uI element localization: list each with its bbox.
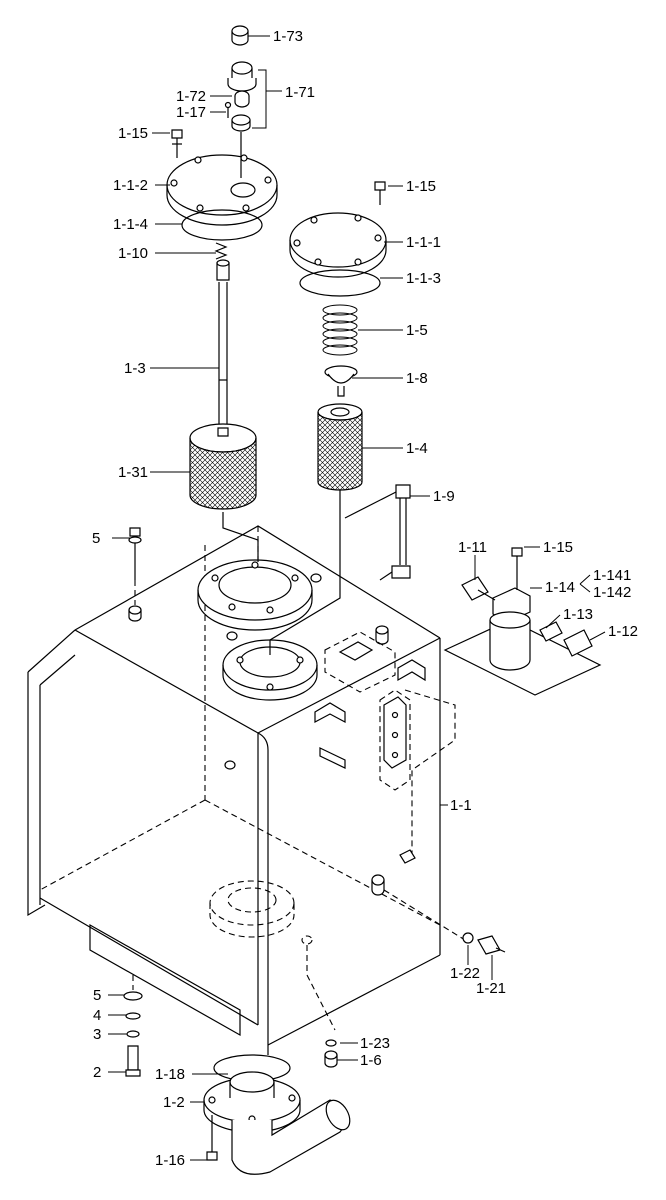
label-3: 3: [93, 1026, 101, 1043]
flange-cover-1-1-2: [166, 154, 278, 226]
bottom-hidden-flange: [209, 880, 295, 938]
label-1-10: 1-10: [118, 245, 148, 262]
leader-lines: [108, 35, 606, 1161]
suction-strainer-1-31: [189, 423, 257, 510]
label-1-15-filter: 1-15: [543, 539, 573, 556]
return-filter-1-4: [317, 403, 363, 491]
label-2: 2: [93, 1064, 101, 1081]
label-1-14: 1-14: [545, 579, 575, 596]
label-1-18: 1-18: [155, 1066, 185, 1083]
label-1-15-right: 1-15: [406, 178, 436, 195]
bottom-fasteners: [123, 975, 143, 1077]
label-1-2: 1-2: [163, 1094, 185, 1111]
label-1-3: 1-3: [124, 360, 146, 377]
label-1-1-3: 1-1-3: [406, 270, 441, 287]
label-1-4: 1-4: [406, 440, 428, 457]
bolt-1-15-right: [374, 181, 386, 205]
breather-cap-1-71: [227, 61, 257, 178]
tank-top-flange-small: [222, 639, 318, 701]
label-1-13: 1-13: [563, 606, 593, 623]
label-1-31: 1-31: [118, 464, 148, 481]
flange-cover-1-1-1: [289, 212, 387, 278]
label-1-71: 1-71: [285, 84, 315, 101]
label-1-23: 1-23: [360, 1035, 390, 1052]
filter-housing-1-14: [443, 547, 602, 696]
label-1-1: 1-1: [450, 797, 472, 814]
label-1-21: 1-21: [476, 980, 506, 997]
label-4: 4: [93, 1007, 101, 1024]
cap-1-73: [231, 25, 249, 46]
label-1-12: 1-12: [608, 623, 638, 640]
o-ring-1-23: [325, 1039, 337, 1047]
label-1-142: 1-142: [593, 584, 631, 601]
label-1-73: 1-73: [273, 28, 303, 45]
label-1-6: 1-6: [360, 1052, 382, 1069]
label-1-72: 1-72: [176, 88, 206, 105]
bolt-1-16: [206, 1115, 218, 1161]
gasket-1-1-3: [299, 269, 381, 297]
label-1-11: 1-11: [458, 539, 487, 556]
label-1-1-2: 1-1-2: [113, 177, 148, 194]
spring-1-5: [322, 304, 358, 356]
label-1-15-left: 1-15: [118, 125, 148, 142]
bolt-5-top: [128, 527, 142, 622]
label-5-top: 5: [92, 530, 100, 547]
label-1-8: 1-8: [406, 370, 428, 387]
level-gauge-1-9: [344, 484, 411, 581]
label-1-22: 1-22: [450, 965, 480, 982]
label-1-16: 1-16: [155, 1152, 185, 1169]
gasket-1-1-4: [181, 209, 263, 241]
part-labels: 1-73 1-71 1-72 1-17 1-15 1-1-2 1-1-4 1-1…: [92, 28, 638, 1169]
suction-flange-1-2: [203, 1054, 351, 1175]
tank-top-flange-large: [197, 559, 313, 631]
label-1-5: 1-5: [406, 322, 428, 339]
label-5-bottom: 5: [93, 987, 101, 1004]
sensor-1-21: [462, 932, 506, 955]
hydraulic-tank: [27, 525, 441, 1055]
label-1-1-1: 1-1-1: [406, 234, 441, 251]
label-1-1-4: 1-1-4: [113, 216, 148, 233]
label-1-9: 1-9: [433, 488, 455, 505]
valve-1-8: [324, 365, 358, 397]
label-1-141: 1-141: [593, 567, 631, 584]
bolt-1-15-left: [171, 129, 183, 158]
label-1-17: 1-17: [176, 104, 206, 121]
